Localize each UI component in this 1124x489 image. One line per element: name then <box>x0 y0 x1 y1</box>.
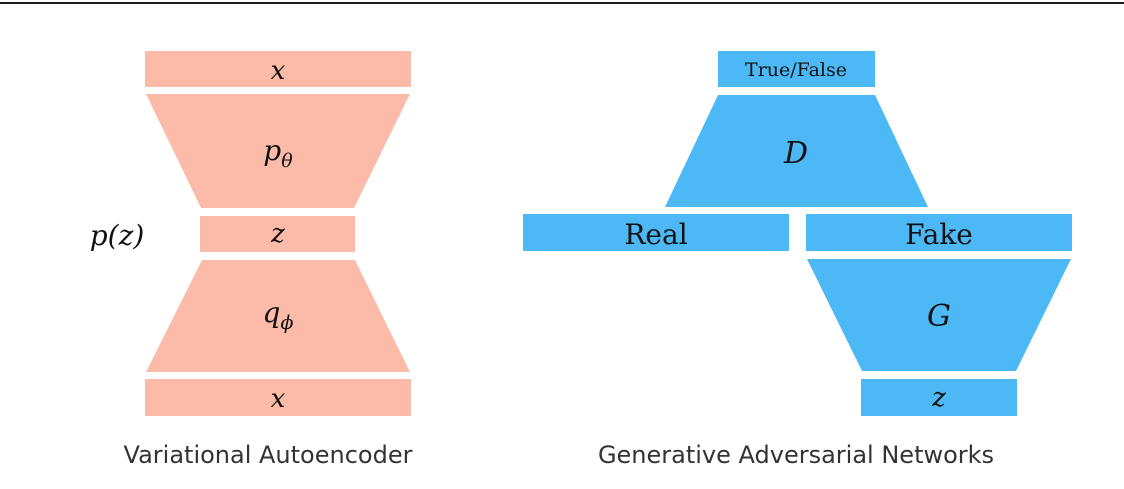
vae-bottom-x-label: x <box>271 384 286 414</box>
vae-decoder-trapezoid <box>146 94 410 208</box>
gan-real-box <box>523 214 789 251</box>
vae-top-x-box <box>145 51 411 87</box>
vae-latent-z-box <box>200 216 355 252</box>
vae-encoder-label: qϕ <box>263 296 294 334</box>
gan-output-box <box>718 51 875 87</box>
gan-noise-z-box <box>861 379 1017 416</box>
gan-discriminator-label: D <box>783 136 808 171</box>
vae-diagram: x pθ p(z) z qϕ x Variational Autoencoder <box>90 51 413 469</box>
vae-top-x-label: x <box>271 56 286 86</box>
gan-discriminator-trapezoid <box>665 95 928 207</box>
gan-diagram: True/False D Real Fake G z Generative Ad… <box>523 51 1072 469</box>
gan-fake-box <box>806 214 1072 251</box>
gan-fake-label: Fake <box>905 218 973 251</box>
gan-noise-z-label: z <box>931 383 946 413</box>
gan-real-label: Real <box>624 218 687 251</box>
gan-caption: Generative Adversarial Networks <box>598 441 994 469</box>
gan-output-label: True/False <box>745 59 847 81</box>
vae-caption: Variational Autoencoder <box>124 441 413 469</box>
vae-prior-label: p(z) <box>90 219 145 252</box>
gan-generator-label: G <box>927 299 951 334</box>
vae-decoder-label: pθ <box>263 134 293 172</box>
vae-latent-z-label: z <box>270 219 285 249</box>
vae-bottom-x-box <box>145 379 411 416</box>
gan-generator-trapezoid <box>807 259 1071 371</box>
vae-encoder-trapezoid <box>146 260 410 372</box>
